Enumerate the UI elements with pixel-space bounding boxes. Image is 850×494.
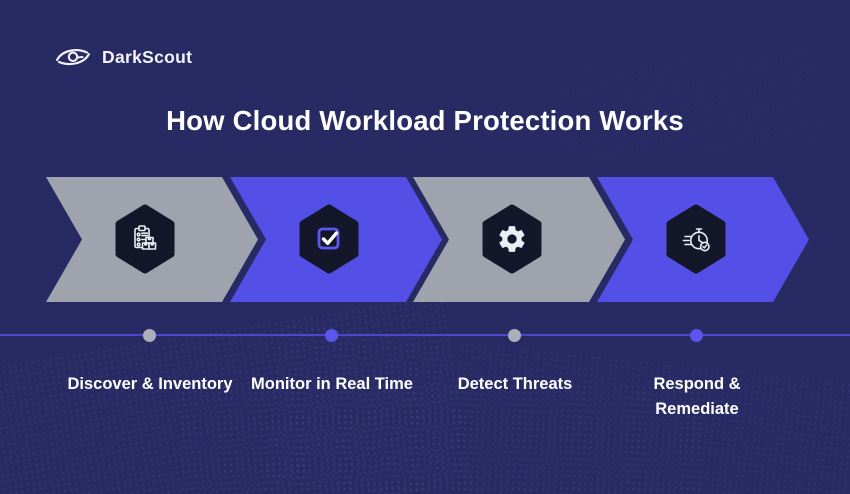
brand-name: DarkScout xyxy=(102,46,193,67)
darkscout-eye-icon xyxy=(54,44,92,70)
chevron-step-3 xyxy=(413,177,625,302)
inventory-clipboard-icon xyxy=(134,225,157,250)
hexagon-badge xyxy=(113,204,177,274)
hexagon-badge xyxy=(664,204,728,274)
stopwatch-check-icon xyxy=(682,228,710,252)
step-label-1: Discover & Inventory xyxy=(67,375,233,393)
timeline-dot-3 xyxy=(508,329,521,342)
chevron-step-1 xyxy=(46,177,258,302)
timeline-line xyxy=(0,333,850,336)
hexagon-shape xyxy=(482,204,542,274)
hexagon-shape xyxy=(666,204,726,274)
step-label-3: Detect Threats xyxy=(457,375,573,393)
brand-logo: DarkScout xyxy=(54,44,192,70)
chevron-step-2 xyxy=(230,177,442,302)
gear-icon xyxy=(499,226,525,252)
hexagon-shape xyxy=(299,204,359,274)
process-flow xyxy=(0,177,850,302)
chevron-step-4 xyxy=(597,177,809,302)
checkbox-checked-icon xyxy=(317,227,340,250)
hexagon-badge xyxy=(297,204,361,274)
hexagon-badge xyxy=(480,204,544,274)
page-title: How Cloud Workload Protection Works xyxy=(166,105,684,136)
step-label-2: Monitor in Real Time xyxy=(251,375,413,393)
timeline-dot-1 xyxy=(143,329,156,342)
timeline-dot-4 xyxy=(690,329,703,342)
timeline-dot-2 xyxy=(325,329,338,342)
step-label-4: Respond & Remediate xyxy=(653,375,741,418)
